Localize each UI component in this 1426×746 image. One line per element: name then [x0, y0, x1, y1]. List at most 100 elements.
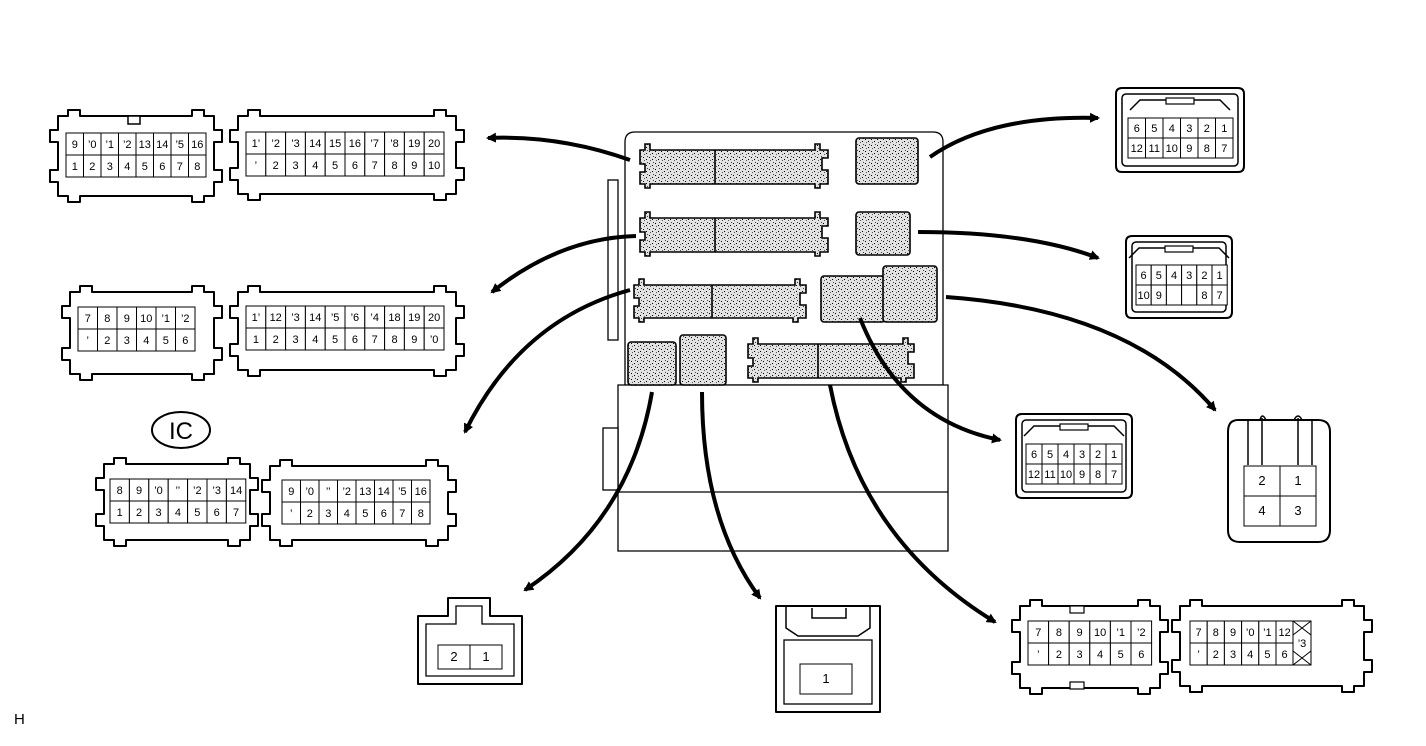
- pin-number: ’1: [1263, 627, 1272, 639]
- pin-number: 9: [288, 486, 294, 498]
- pin-number: 12: [1131, 143, 1143, 155]
- pin-number: ’5: [398, 486, 407, 498]
- pin-number: ’: [1037, 649, 1039, 661]
- pin-number: 4: [312, 334, 318, 346]
- pin-number: 5: [1047, 449, 1053, 461]
- pin-number: 12: [270, 312, 282, 324]
- pin-number: ’4: [370, 312, 379, 324]
- pin-number: 8: [1095, 469, 1101, 481]
- pin-number: 7: [372, 160, 378, 172]
- pin-number: ’1: [1116, 627, 1125, 639]
- latch-hood: [785, 606, 871, 637]
- latch-tab: [127, 115, 141, 125]
- pin-number: ’’: [326, 486, 331, 498]
- pin-number: 6: [381, 508, 387, 520]
- pin-number: 15: [329, 138, 341, 150]
- pin-number: 6: [352, 160, 358, 172]
- pin-number: ’2: [181, 313, 190, 325]
- pin-number: 8: [391, 334, 397, 346]
- pin-number: ’3: [1298, 638, 1307, 650]
- pin-number: 20: [428, 138, 440, 150]
- pin-number: 6: [159, 161, 165, 173]
- pin-number: 11: [1044, 469, 1055, 481]
- pin-number: 1: [1221, 123, 1227, 135]
- pin-cell: [411, 501, 431, 525]
- pin-cell: [1211, 284, 1228, 306]
- pin-number: 4: [1063, 449, 1069, 461]
- latch-tab: [1059, 423, 1089, 431]
- pin-number: 4: [1097, 649, 1103, 661]
- pin-number: 1: [1111, 449, 1117, 461]
- pin-number: 7: [1111, 469, 1117, 481]
- pin-number: 14: [309, 312, 321, 324]
- pin-number: 2: [1258, 473, 1265, 488]
- pin-number: 3: [124, 335, 130, 347]
- pin-number: 9: [1079, 469, 1085, 481]
- pin-number: 13: [139, 139, 151, 151]
- pin-number: 2: [1201, 270, 1207, 282]
- pin-number: 7: [177, 161, 183, 173]
- pin-cell: [469, 644, 503, 670]
- pin-number: 4: [312, 160, 318, 172]
- pin-number: 6: [1031, 449, 1037, 461]
- pin-number: 2: [1213, 649, 1219, 661]
- pin-cell: [1165, 284, 1183, 306]
- pin-number: 10: [1137, 290, 1149, 302]
- pin-number: 7: [1035, 627, 1041, 639]
- pin-number: ’: [87, 335, 89, 347]
- pin-number: 9: [411, 160, 417, 172]
- pin-cell: [1243, 465, 1281, 497]
- pin-number: 2: [89, 161, 95, 173]
- pin-number: 3: [1230, 649, 1236, 661]
- pin-number: 14: [156, 139, 168, 151]
- pin-number: 2: [136, 507, 142, 519]
- pin-number: ’0: [430, 334, 439, 346]
- pin-number: 12: [1028, 469, 1040, 481]
- latch-rails: [1247, 418, 1313, 465]
- pin-number: 5: [1156, 270, 1162, 282]
- pin-number: 8: [1204, 143, 1210, 155]
- pin-number: ’7: [370, 138, 379, 150]
- pin-number: 5: [1118, 649, 1124, 661]
- pin-number: 5: [362, 508, 368, 520]
- connector-one-pin: [775, 605, 881, 713]
- ic-label-text: IC: [169, 418, 193, 445]
- connector-two-pin: [417, 597, 523, 685]
- ic-label: IC: [151, 411, 211, 449]
- pin-number: 3: [107, 161, 113, 173]
- pin-number: 7: [372, 334, 378, 346]
- latch-tab: [1165, 97, 1195, 105]
- pin-number: 6: [1134, 123, 1140, 135]
- pin-cell: [1215, 137, 1234, 159]
- pin-number: 14: [309, 138, 321, 150]
- pin-number: 1: [1217, 270, 1223, 282]
- pin-number: 1: [117, 507, 123, 519]
- pin-number: 13: [359, 486, 371, 498]
- pin-number: 9: [1230, 627, 1236, 639]
- pin-number: 7: [399, 508, 405, 520]
- pin-number: 3: [325, 508, 331, 520]
- pin-number: 8: [391, 160, 397, 172]
- pin-number: ’3: [291, 312, 300, 324]
- pin-number: 10: [1166, 143, 1178, 155]
- pin-number: ’6: [351, 312, 360, 324]
- pin-number: ’2: [1137, 627, 1146, 639]
- pin-number: 4: [175, 507, 181, 519]
- pin-number: 4: [1258, 503, 1265, 518]
- pin-number: 9: [411, 334, 417, 346]
- pin-number: 8: [194, 161, 200, 173]
- pin-number: 9: [1076, 627, 1082, 639]
- pin-number: 8: [1056, 627, 1062, 639]
- pin-number: 4: [143, 335, 149, 347]
- pin-number: 10: [1094, 627, 1106, 639]
- pin-number: 4: [1247, 649, 1253, 661]
- pin-number: 9: [1156, 290, 1162, 302]
- pin-number: 14: [378, 486, 390, 498]
- pin-number: 20: [428, 312, 440, 324]
- pin-number: 7: [85, 313, 91, 325]
- pin-number: 16: [349, 138, 361, 150]
